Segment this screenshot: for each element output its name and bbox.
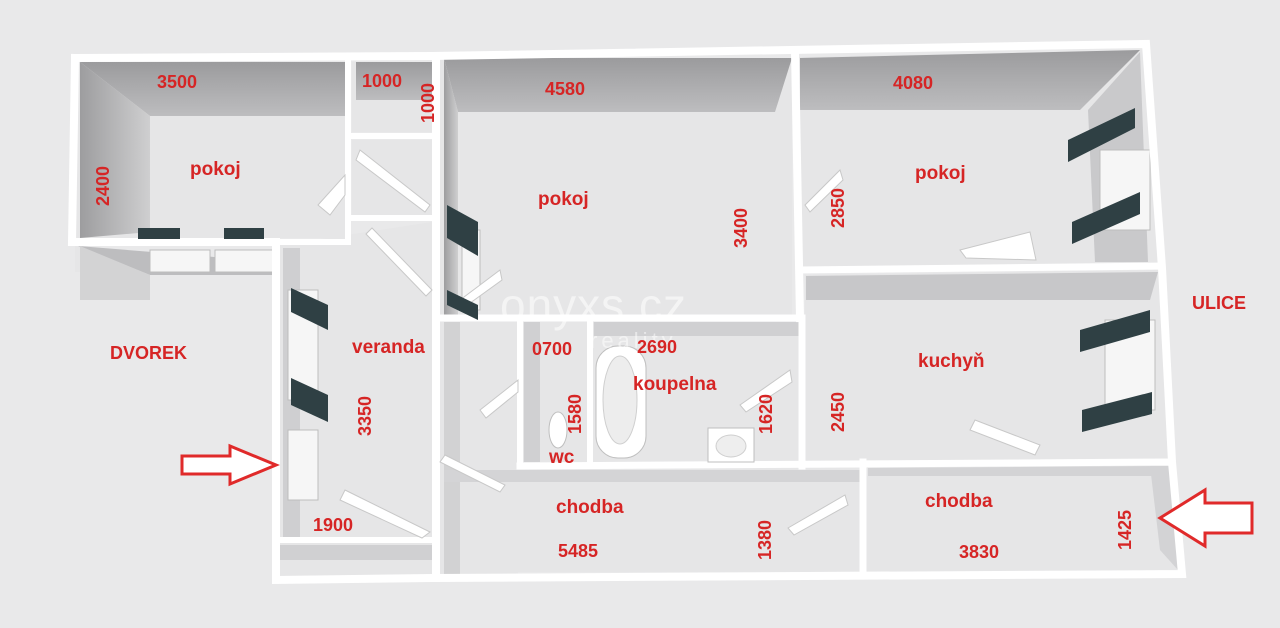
dim-pokoj-middle-depth: 3400 xyxy=(731,207,751,248)
dim-pokoj-right-width: 4080 xyxy=(893,73,934,93)
walls xyxy=(67,39,1187,585)
room-label-veranda: veranda xyxy=(352,337,425,358)
watermark-subtitle: reality xyxy=(590,328,677,353)
watermark-logo: onyxs.cz xyxy=(500,279,687,331)
dim-pokoj-middle-width: 4580 xyxy=(545,79,586,99)
radiators xyxy=(138,108,1152,432)
dim-chodba-left-width: 5485 xyxy=(558,541,599,561)
room-label-pokoj-right: pokoj xyxy=(915,163,966,184)
dim-chodba-right-depth: 1425 xyxy=(1115,509,1135,550)
dim-kuchyn-depth: 2450 xyxy=(828,391,848,432)
outside-label-street: ULICE xyxy=(1192,293,1246,313)
dim-pokoj-left-depth: 2400 xyxy=(93,165,113,206)
outside-label-courtyard: DVOREK xyxy=(110,343,188,363)
dim-pokoj-right-depth: 2850 xyxy=(828,187,848,228)
dim-koupelna-depth: 1620 xyxy=(756,393,776,434)
dim-chodba-right-width: 3830 xyxy=(959,542,1000,562)
entry-arrow-right-icon xyxy=(1157,487,1254,549)
dim-pokoj-left-width: 3500 xyxy=(157,72,198,92)
floor-chodba-left xyxy=(440,468,860,572)
room-label-chodba-right: chodba xyxy=(925,491,993,512)
doors xyxy=(317,149,1041,539)
dim-wc-depth: 1580 xyxy=(565,393,585,434)
floor-kuchyn xyxy=(805,270,1170,462)
dim-chodba-left-depth: 1380 xyxy=(755,519,775,560)
floor-chodba-right xyxy=(866,464,1180,572)
dim-closet-width: 1000 xyxy=(362,71,403,91)
dim-veranda-width: 1900 xyxy=(313,515,354,535)
room-label-pokoj-middle: pokoj xyxy=(538,189,589,210)
toilet xyxy=(548,411,568,449)
dim-veranda-depth: 3350 xyxy=(355,395,375,436)
fixtures xyxy=(548,345,755,463)
room-label-chodba-left: chodba xyxy=(556,497,624,518)
room-label-pokoj-left: pokoj xyxy=(190,159,241,180)
dim-wc-width: 0700 xyxy=(532,339,573,359)
floor-pokoj-middle xyxy=(440,58,792,316)
room-label-wc: wc xyxy=(549,447,575,468)
room-label-kuchyn: kuchyň xyxy=(918,351,985,372)
dim-koupelna-width: 2690 xyxy=(637,337,678,357)
dim-closet-depth: 1000 xyxy=(418,82,438,123)
room-label-koupelna: koupelna xyxy=(633,374,717,395)
entry-arrow-left-icon xyxy=(180,443,280,487)
